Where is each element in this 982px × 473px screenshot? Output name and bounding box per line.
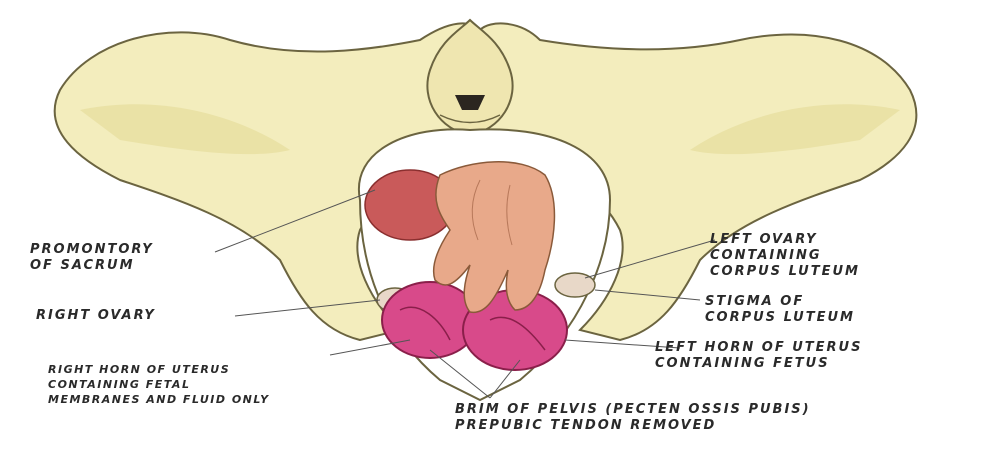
label-line: BRIM OF PELVIS (PECTEN OSSIS PUBIS) <box>455 402 811 418</box>
label-line: LEFT OVARY <box>710 232 860 248</box>
label-left-horn-of-uterus: LEFT HORN OF UTERUS CONTAINING FETUS <box>655 340 862 372</box>
label-line: PROMONTORY <box>30 242 154 258</box>
label-line: PREPUBIC TENDON REMOVED <box>455 418 811 434</box>
label-left-ovary: LEFT OVARY CONTAINING CORPUS LUTEUM <box>710 232 860 280</box>
label-brim-of-pelvis: BRIM OF PELVIS (PECTEN OSSIS PUBIS) PREP… <box>455 402 811 434</box>
label-line: CORPUS LUTEUM <box>705 310 855 326</box>
label-line: MEMBRANES AND FLUID ONLY <box>48 392 270 407</box>
label-promontory-of-sacrum: PROMONTORY OF SACRUM <box>30 242 154 274</box>
label-line: LEFT HORN OF UTERUS <box>655 340 862 356</box>
label-line: RIGHT HORN OF UTERUS <box>48 362 270 377</box>
label-line: CORPUS LUTEUM <box>710 264 860 280</box>
label-line: CONTAINING FETUS <box>655 356 862 372</box>
label-line: CONTAINING FETAL <box>48 377 270 392</box>
label-line: CONTAINING <box>710 248 860 264</box>
label-right-horn-of-uterus: RIGHT HORN OF UTERUS CONTAINING FETAL ME… <box>48 362 270 407</box>
label-line: OF SACRUM <box>30 258 154 274</box>
label-line: STIGMA OF <box>705 294 855 310</box>
label-stigma-of-corpus-luteum: STIGMA OF CORPUS LUTEUM <box>705 294 855 326</box>
label-line: RIGHT OVARY <box>36 308 156 324</box>
label-right-ovary: RIGHT OVARY <box>36 308 156 324</box>
